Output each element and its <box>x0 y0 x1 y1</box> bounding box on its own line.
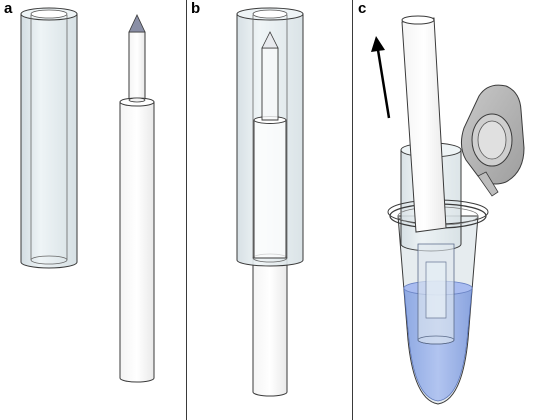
panel-a <box>20 7 155 383</box>
rod-a <box>119 14 155 383</box>
panel-c <box>371 15 525 405</box>
rod-b-lower <box>252 257 288 397</box>
rod-b-inner <box>253 31 287 259</box>
panel-label-b: b <box>191 0 201 17</box>
upward-arrow <box>371 36 391 119</box>
rod-c <box>401 15 447 233</box>
panel-divider <box>352 0 353 420</box>
tube-lid <box>460 84 525 197</box>
panel-divider <box>186 0 187 420</box>
panel-label-c: c <box>358 0 367 17</box>
panel-label-a: a <box>4 0 13 17</box>
glass-cylinder-a <box>20 7 78 269</box>
panel-b <box>236 7 304 397</box>
